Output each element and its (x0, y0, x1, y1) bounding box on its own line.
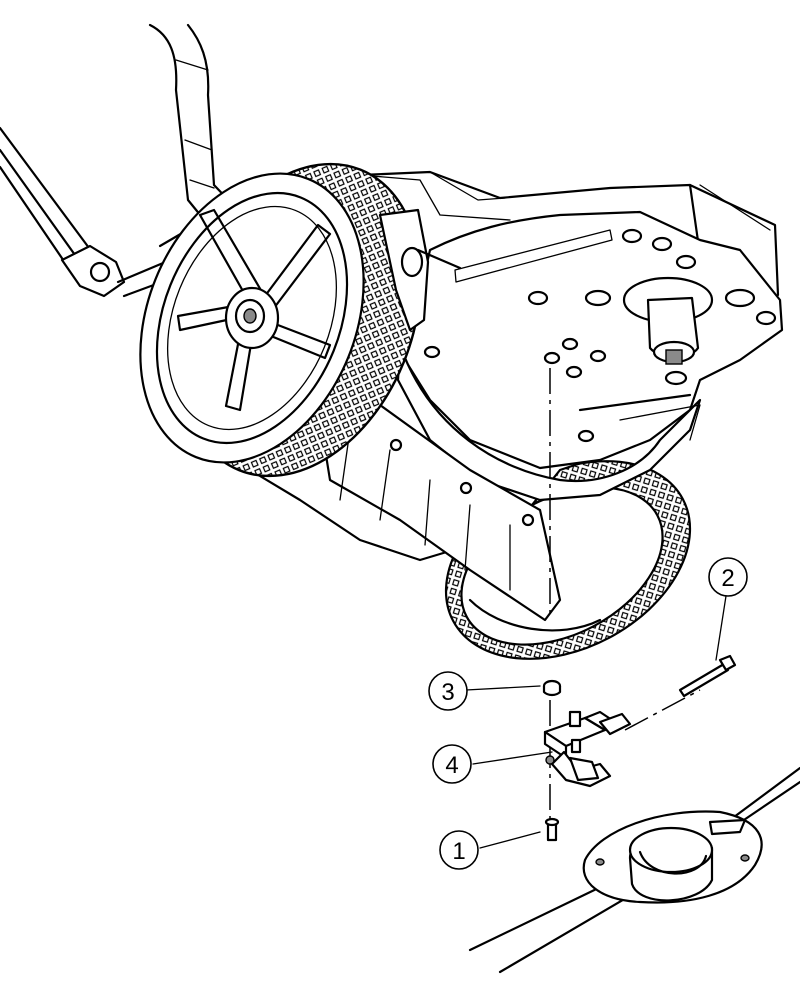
callout-3-label: 3 (441, 679, 454, 706)
long-bolt-part (678, 654, 737, 698)
callout-4-label: 4 (445, 752, 458, 779)
bolt-axis-line (624, 689, 701, 731)
engine-shroud (318, 403, 562, 622)
short-bolt-part (544, 817, 560, 842)
callout-4: 4 (432, 744, 472, 784)
trimmer-head (468, 766, 800, 974)
callout-1: 1 (439, 830, 479, 870)
bracket-assembly-part (543, 710, 632, 788)
callout-leaders (465, 595, 727, 849)
callout-2: 2 (708, 557, 748, 597)
front-wheel (139, 162, 422, 478)
side-handle-rods (0, 126, 210, 298)
callout-3: 3 (428, 671, 468, 711)
callout-2-label: 2 (721, 565, 734, 592)
nut-part (542, 679, 562, 697)
deck-bolts (423, 228, 777, 443)
wheel-axle-bracket (378, 208, 462, 332)
spindle-boss (622, 276, 714, 386)
callout-1-label: 1 (452, 838, 465, 865)
mower-deck-plate (396, 210, 784, 502)
wheel-spokes (176, 208, 332, 412)
